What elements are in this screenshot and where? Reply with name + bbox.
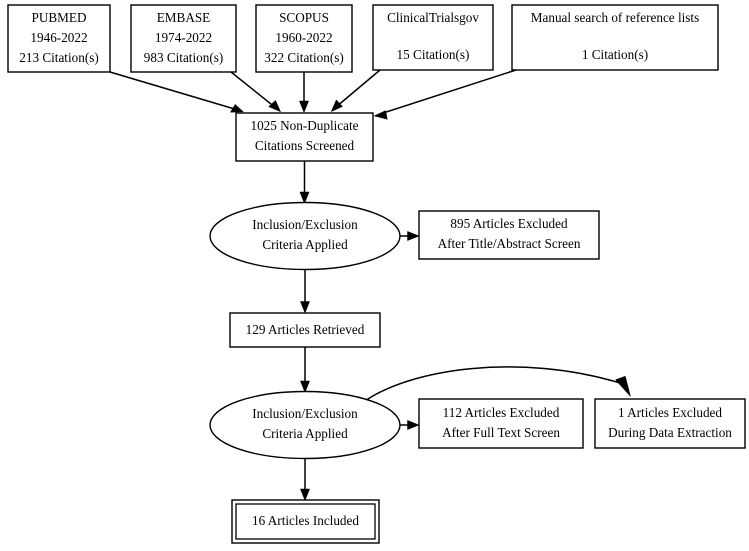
stage-criteria-2-line2: Criteria Applied xyxy=(262,426,348,441)
source-clinicaltrialsgov-name: ClinicalTrialsgov xyxy=(387,10,479,25)
arrowhead-screened-criteria1 xyxy=(299,191,310,205)
arrowhead-criteria1-retrieved xyxy=(300,301,310,314)
stage-ellipse-criteria-1-shape xyxy=(209,201,401,271)
stage-retrieved-line1: 129 Articles Retrieved xyxy=(246,322,365,337)
edge-clinicaltrialsgov-to-screened xyxy=(335,69,381,108)
edge-criteria1-to-excluded-title-abstract xyxy=(400,231,420,241)
edge-criteria2-to-excluded-data-extraction xyxy=(361,366,631,404)
source-box-clinicaltrialsgov-rect xyxy=(372,4,494,71)
source-box-manual-search-rect xyxy=(511,4,719,71)
source-box-clinicaltrialsgov[interactable]: ClinicalTrialsgov 15 Citation(s) xyxy=(372,4,494,71)
stage-box-excluded-full-text[interactable]: 112 Articles Excluded After Full Text Sc… xyxy=(418,398,584,449)
arrowhead-criteria2-excluded xyxy=(407,420,420,430)
stage-screened-line2: Citations Screened xyxy=(255,138,355,153)
edge-embase-to-screened xyxy=(230,71,277,109)
stage-box-included[interactable]: 16 Articles Included xyxy=(231,499,380,544)
source-clinicaltrialsgov-citations: 15 Citation(s) xyxy=(397,47,470,62)
source-pubmed-name: PUBMED xyxy=(32,10,87,25)
edges-sources-to-screened xyxy=(109,69,517,120)
arrowhead-pubmed xyxy=(229,104,245,113)
stage-ellipse-criteria-1[interactable]: Inclusion/Exclusion Criteria Applied xyxy=(209,201,401,271)
edge-criteria2-to-excluded-full-text xyxy=(400,420,420,430)
edge-pubmed-to-screened xyxy=(109,71,239,111)
stage-criteria-1-line2: Criteria Applied xyxy=(262,237,348,252)
arrowhead-scopus xyxy=(299,100,309,114)
edge-criteria2-to-included xyxy=(300,458,310,502)
source-embase-daterange: 1974-2022 xyxy=(155,30,212,45)
arrowhead-criteria2-data-extraction xyxy=(615,375,631,397)
stage-excluded-data-extraction-line1: 1 Articles Excluded xyxy=(618,405,722,420)
arrowhead-manual-search xyxy=(373,110,388,120)
edge-criteria2-data-extraction-curve xyxy=(361,366,621,404)
source-manual-search-citations: 1 Citation(s) xyxy=(582,47,648,62)
stage-box-excluded-data-extraction-rect xyxy=(594,398,746,449)
stage-box-excluded-title-abstract-rect xyxy=(418,210,600,260)
source-pubmed-daterange: 1946-2022 xyxy=(30,30,87,45)
stage-box-excluded-title-abstract[interactable]: 895 Articles Excluded After Title/Abstra… xyxy=(418,210,600,260)
stage-ellipse-criteria-2-shape xyxy=(209,390,401,460)
source-scopus-daterange: 1960-2022 xyxy=(275,30,332,45)
stage-criteria-1-line1: Inclusion/Exclusion xyxy=(252,217,358,232)
stage-ellipse-criteria-2[interactable]: Inclusion/Exclusion Criteria Applied xyxy=(209,390,401,460)
source-box-embase-rect xyxy=(130,4,237,73)
edge-screened-to-criteria-1 xyxy=(299,161,310,205)
arrowhead-criteria2-included xyxy=(300,488,310,502)
source-box-scopus-rect xyxy=(255,4,353,73)
edge-manual-search-to-screened xyxy=(379,69,517,115)
stage-box-retrieved-rect xyxy=(229,312,381,348)
stage-excluded-full-text-line1: 112 Articles Excluded xyxy=(443,405,560,420)
source-manual-search-name: Manual search of reference lists xyxy=(531,10,699,25)
arrowhead-criteria1-excluded xyxy=(407,231,420,241)
stage-included-line1: 16 Articles Included xyxy=(252,513,359,528)
stage-excluded-title-abstract-line1: 895 Articles Excluded xyxy=(450,216,568,231)
source-scopus-name: SCOPUS xyxy=(279,10,329,25)
source-embase-citations: 983 Citation(s) xyxy=(144,50,224,65)
arrowhead-retrieved-criteria2 xyxy=(300,380,310,394)
source-box-manual-search[interactable]: Manual search of reference lists 1 Citat… xyxy=(511,4,719,71)
stage-box-excluded-data-extraction[interactable]: 1 Articles Excluded During Data Extracti… xyxy=(594,398,746,449)
edge-retrieved-to-criteria-2 xyxy=(300,347,310,394)
source-scopus-citations: 322 Citation(s) xyxy=(264,50,344,65)
stage-box-included-rect-inner xyxy=(235,503,376,540)
source-box-scopus[interactable]: SCOPUS 1960-2022 322 Citation(s) xyxy=(255,4,353,73)
stage-box-retrieved[interactable]: 129 Articles Retrieved xyxy=(229,312,381,348)
stage-box-screened[interactable]: 1025 Non-Duplicate Citations Screened xyxy=(235,112,374,162)
stage-screened-line1: 1025 Non-Duplicate xyxy=(250,118,358,133)
stage-excluded-full-text-line2: After Full Text Screen xyxy=(442,425,560,440)
source-pubmed-citations: 213 Citation(s) xyxy=(19,50,99,65)
source-box-embase[interactable]: EMBASE 1974-2022 983 Citation(s) xyxy=(130,4,237,73)
source-embase-name: EMBASE xyxy=(157,10,211,25)
stage-criteria-2-line1: Inclusion/Exclusion xyxy=(252,406,358,421)
source-box-pubmed[interactable]: PUBMED 1946-2022 213 Citation(s) xyxy=(7,4,111,73)
stage-box-excluded-full-text-rect xyxy=(418,398,584,449)
edge-criteria1-to-retrieved xyxy=(300,269,310,314)
stage-excluded-title-abstract-line2: After Title/Abstract Screen xyxy=(438,236,581,251)
arrowhead-clinicaltrialsgov xyxy=(330,99,343,113)
arrowhead-embase xyxy=(268,99,282,113)
stage-box-included-rect-outer xyxy=(231,499,380,544)
source-box-pubmed-rect xyxy=(7,4,111,73)
stage-excluded-data-extraction-line2: During Data Extraction xyxy=(608,425,732,440)
